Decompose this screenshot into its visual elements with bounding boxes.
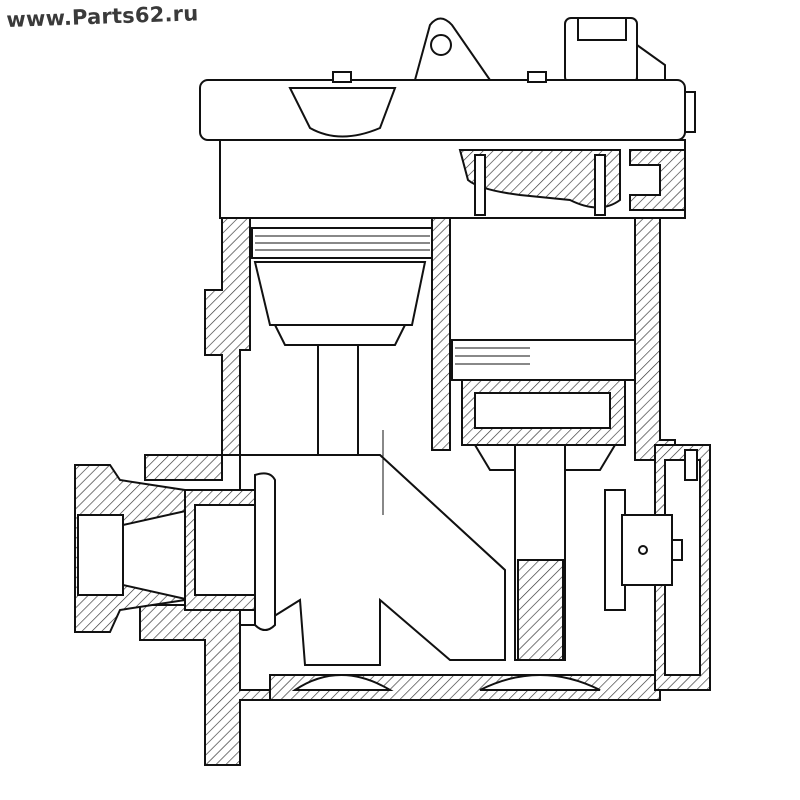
drive-end [74,464,256,633]
cylinder-head [199,17,696,219]
piston-right [451,339,636,661]
crankshaft [239,430,626,666]
crankcase [139,217,711,766]
rear-cap [621,449,698,586]
